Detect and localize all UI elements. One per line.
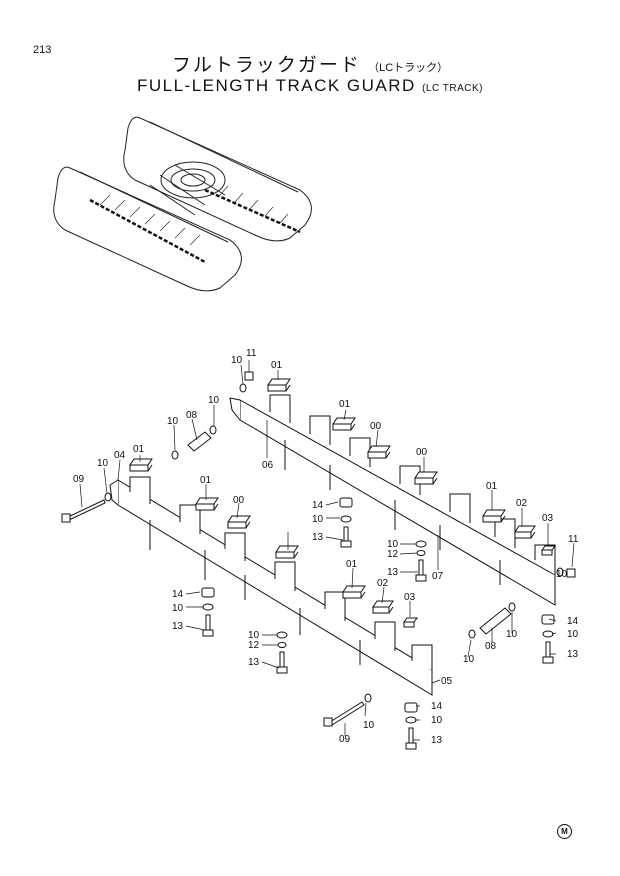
part-label: 13 [431,735,443,746]
part-label: 08 [485,641,497,652]
part-labels: 11 10 01 10 08 10 01 00 06 01 10 04 09 0… [73,348,579,746]
part-label: 09 [339,734,351,745]
part-label: 04 [114,450,126,461]
part-label: 10 [506,629,518,640]
part-label: 10 [363,720,375,731]
part-label: 11 [568,534,579,545]
part-label: 10 [208,395,220,406]
guard-blocks [129,378,556,628]
part-label: 03 [404,592,416,603]
part-label: 10 [172,603,184,614]
part-label: 13 [567,649,579,660]
part-label: 05 [441,676,453,687]
overview-track-guards [89,188,301,264]
part-label: 01 [200,475,212,486]
part-label: 13 [172,621,184,632]
part-label: 06 [262,460,274,471]
part-label: 10 [231,355,243,366]
part-label: 10 [556,569,568,580]
part-label: 07 [432,571,444,582]
part-label: 01 [339,399,351,410]
part-label: 10 [431,715,443,726]
fasteners [61,371,576,750]
part-label: 14 [312,500,324,511]
guard-rail-lower [109,476,433,696]
part-label: 13 [312,532,324,543]
part-label: 12 [387,549,399,560]
part-label: 10 [167,416,179,427]
guard-rail-upper [229,394,556,606]
part-label: 14 [567,616,579,627]
part-label: 14 [431,701,443,712]
part-label: 13 [248,657,260,668]
part-label: 01 [346,559,358,570]
part-label: 02 [516,498,528,509]
part-label: 01 [133,444,145,455]
part-label: 09 [73,474,85,485]
part-label: 12 [248,640,260,651]
overview-undercarriage-sketch [53,116,312,292]
title-english-sub: (LC TRACK) [422,83,483,94]
part-label: 00 [370,421,382,432]
part-label: 10 [97,458,109,469]
part-label: 10 [248,630,260,641]
title-japanese: フルトラックガード （LCトラック） [0,50,620,77]
part-label: 00 [233,495,245,506]
title-english: FULL-LENGTH TRACK GUARD (LC TRACK) [0,76,620,96]
part-label: 03 [542,513,554,524]
part-label: 10 [463,654,475,665]
part-label: 00 [416,447,428,458]
part-label: 10 [312,514,324,525]
leader-lines [79,360,575,741]
title-japanese-main: フルトラックガード [171,55,361,76]
part-label: 11 [246,348,257,359]
part-label: 01 [271,360,283,371]
corner-m-mark: M [557,824,572,839]
part-label: 14 [172,589,184,600]
part-label: 10 [387,539,399,550]
title-japanese-sub: （LCトラック） [368,62,449,74]
part-label: 01 [486,481,498,492]
title-english-main: FULL-LENGTH TRACK GUARD [136,76,416,95]
part-label: 10 [567,629,579,640]
part-label: 08 [186,410,198,421]
part-label: 02 [377,578,389,589]
overview-hatching [99,185,289,246]
part-label: 13 [387,567,399,578]
page-number: 213 [33,44,52,56]
